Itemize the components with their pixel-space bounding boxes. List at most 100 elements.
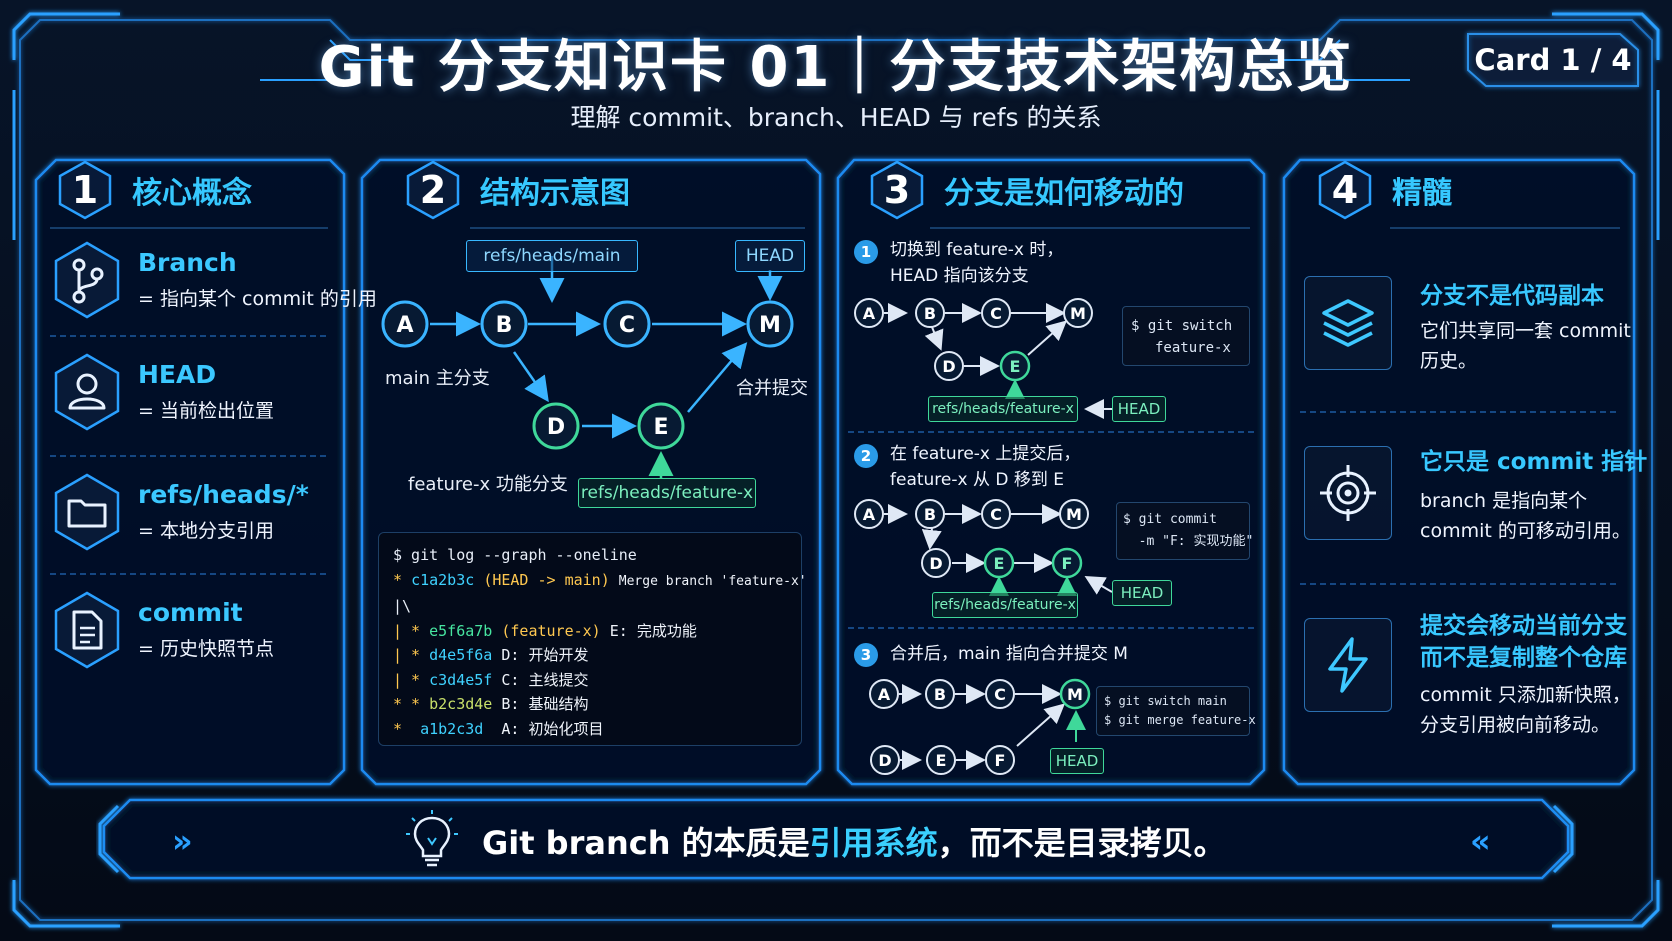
git-log-code-block: $ git log --graph --oneline * c1a2b3c (H… [378,532,807,746]
panel4-title: 精髓 [1392,176,1452,211]
chevron-right-icon: » [172,822,193,860]
essence-desc: commit 的可移动引用。 [1420,520,1631,542]
step3-line1: 合并后，main 指向合并提交 M [890,644,1128,664]
panel1-title: 核心概念 [132,176,252,211]
page-title: Git 分支知识卡 01｜分支技术架构总览 [318,35,1354,100]
step1-head-tag: HEAD [1112,396,1166,422]
step2-line1: 在 feature-x 上提交后， [890,444,1081,464]
step1-ref-tag: refs/heads/feature-x [928,396,1078,422]
folder-icon [52,472,122,552]
step2-command-box: $ git commit -m "F: 实现功能" [1116,502,1253,560]
panel4-header: 4 精髓 [1318,160,1452,220]
node-d-label: D [547,415,565,440]
node-a-label: A [396,313,413,338]
step2-ref-tag: refs/heads/feature-x [932,592,1078,618]
essence-title-line2: 而不是复制整个仓库 [1420,645,1627,671]
svg-text:E: E [1010,357,1021,376]
concept-desc: = 历史快照节点 [138,638,274,660]
step3-command-box: $ git switch main$ git merge feature-x [1096,686,1256,736]
feature-branch-label: feature-x 功能分支 [408,474,568,495]
essence-desc: 分支引用被向前移动。 [1420,714,1611,736]
svg-text:E: E [936,751,947,770]
essence-desc: 它们共享同一套 commit [1420,320,1631,342]
step3-head-tag: HEAD [1050,748,1104,774]
svg-text:D: D [929,554,942,573]
node-m-label: M [759,313,781,338]
user-icon [52,352,122,432]
essence-title: 提交会移动当前分支 [1420,613,1627,639]
essence-desc: commit 只添加新快照， [1420,684,1631,706]
step2-head-tag: HEAD [1112,580,1172,606]
edge-e-m [687,342,748,413]
layers-icon [1304,276,1392,370]
essence-desc: 历史。 [1420,350,1478,372]
svg-text:C: C [990,505,1002,524]
svg-text:C: C [994,685,1006,704]
svg-text:A: A [878,685,891,704]
panel1-header: 1 核心概念 [58,160,252,220]
page-subtitle: 理解 commit、branch、HEAD 与 refs 的关系 [570,103,1102,132]
panel1-number-badge: 1 [58,160,112,220]
svg-text:F: F [995,751,1006,770]
concept-branch: Branch = 指向某个 commit 的引用 [52,240,377,330]
merge-commit-label: 合并提交 [736,378,808,399]
step3-number: 3 [854,643,878,667]
essence-title: 分支不是代码副本 [1420,283,1604,309]
concept-name: HEAD [138,360,217,389]
node-b [480,300,528,348]
panel3-title: 分支是如何移动的 [944,176,1184,211]
essence-desc: branch 是指向某个 [1420,490,1588,512]
svg-text:M: M [1066,505,1082,524]
concept-name: refs/heads/* [138,480,309,509]
concept-refs: refs/heads/* = 本地分支引用 [52,472,342,562]
main-branch-label: main 主分支 [385,368,490,389]
edge-b-d [512,351,549,403]
code-line: | * d4e5f6a D: 开始开发 [393,646,589,664]
concept-head: HEAD = 当前检出位置 [52,352,342,442]
panel2-header: 2 结构示意图 [406,160,630,220]
svg-text:B: B [924,304,936,323]
step1-line2: HEAD 指向该分支 [890,266,1029,286]
essence-item-2: 它只是 commit 指针 branch 是指向某个 commit 的可移动引用… [1304,446,1647,566]
code-command: $ git log --graph --oneline [393,546,637,564]
ref-head-tag: HEAD [735,240,805,272]
code-line: |\ [393,597,412,615]
svg-text:C: C [990,304,1002,323]
panel2-title: 结构示意图 [480,176,630,211]
concept-desc: = 本地分支引用 [138,520,274,542]
ref-main-tag: refs/heads/main [466,240,638,272]
card-badge: Card 1 / 4 [1474,43,1632,77]
panel3-number-badge: 3 [870,160,924,220]
svg-text:A: A [863,505,876,524]
svg-text:M: M [1067,685,1083,704]
code-line: | * c3d4e5f C: 主线提交 [393,670,589,689]
concept-desc: = 指向某个 commit 的引用 [138,288,377,310]
svg-text:B: B [934,685,946,704]
node-c [603,300,651,348]
step1-number: 1 [854,240,878,264]
svg-text:A: A [863,304,876,323]
panel4-number-badge: 4 [1318,160,1372,220]
concept-desc: = 当前检出位置 [138,400,274,422]
essence-item-3: 提交会移动当前分支 而不是复制整个仓库 commit 只添加新快照， 分支引用被… [1304,613,1634,758]
code-line: * * b2c3d4e B: 基础结构 [393,695,589,713]
svg-text:B: B [924,505,936,524]
node-a [381,300,429,348]
concept-commit: commit = 历史快照节点 [52,590,342,680]
step2-line2: feature-x 从 D 移到 E [890,470,1065,490]
step1-line1: 切换到 feature-x 时， [890,240,1064,260]
node-e-label: E [653,415,668,440]
node-b-label: B [496,313,513,338]
lightbulb-icon [404,808,460,872]
step2-number: 2 [854,444,878,468]
panel3-header: 3 分支是如何移动的 [870,160,1184,220]
branch-icon [52,240,122,320]
code-line: | * e5f6a7b (feature-x) E: 完成功能 [393,621,697,640]
ref-feature-tag: refs/heads/feature-x [578,478,756,508]
lightning-icon [1304,618,1392,712]
footer-summary: Git branch 的本质是引用系统，而不是目录拷贝。 [482,824,1226,862]
essence-title: 它只是 commit 指针 [1420,449,1648,475]
svg-text:E: E [994,554,1005,573]
